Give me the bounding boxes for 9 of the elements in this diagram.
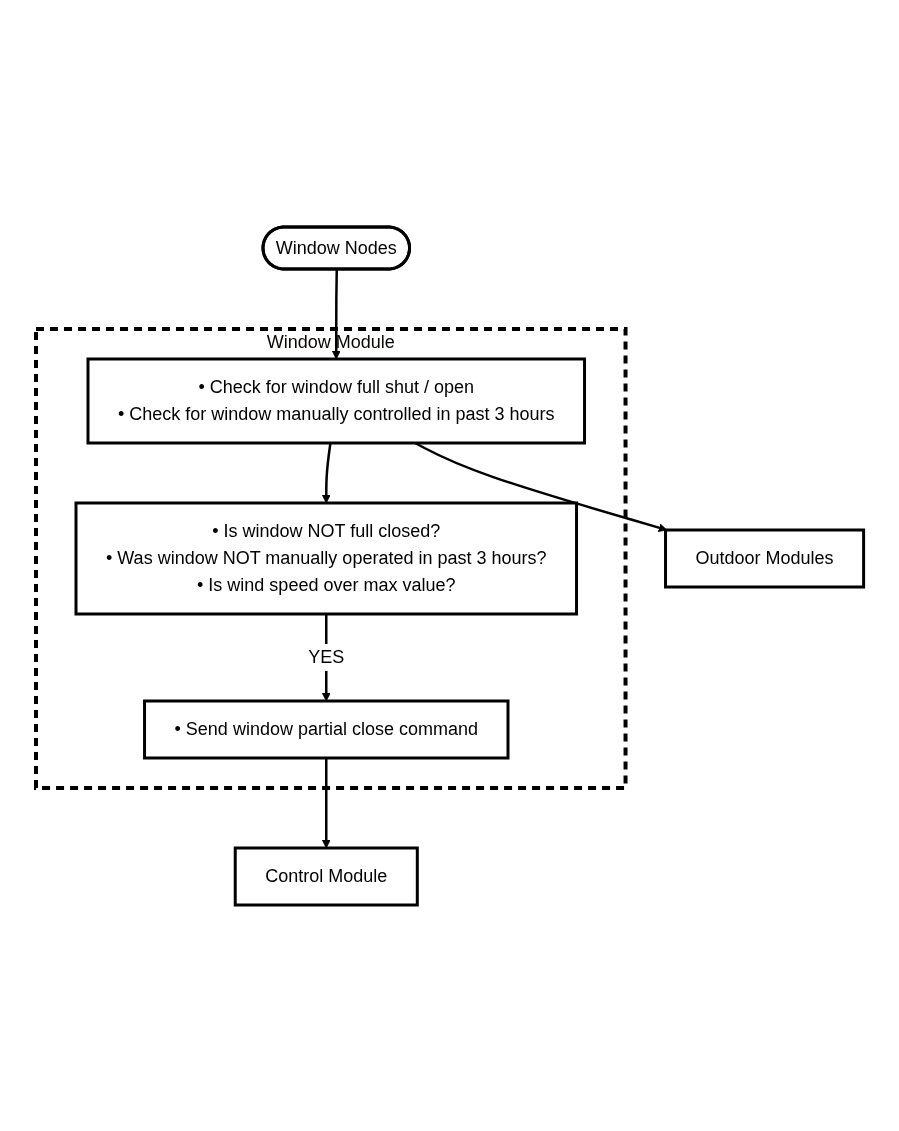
node-box: Control Module [233, 846, 419, 906]
arrow [321, 757, 331, 848]
node-box: • Check for window full shut / open • Check for window manually controlled in past 3 hours [86, 357, 586, 444]
arrow [321, 442, 332, 503]
edge-label: YES [307, 646, 344, 667]
node-box: • Send window partial close command [142, 699, 510, 759]
node-box: Outdoor Modules [663, 528, 865, 588]
arrow [331, 268, 341, 359]
node-box: • Is window NOT full closed? • Was window NOT manually operated in past 3 hours? • Is wind speed over max value? [74, 501, 578, 615]
